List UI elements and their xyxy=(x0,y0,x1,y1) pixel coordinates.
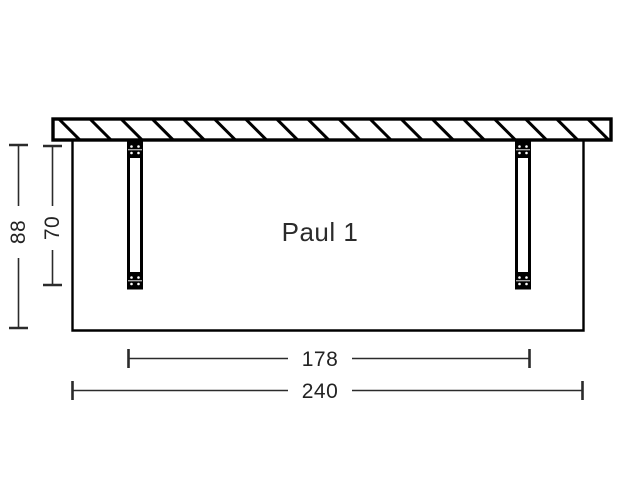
left-post-bottom-bracket xyxy=(127,272,143,289)
dimension-overall-height-value: 88 xyxy=(7,220,30,244)
left-post-top-bracket xyxy=(127,141,143,158)
dimension-post-spacing: 178 xyxy=(127,348,531,371)
structure-outline xyxy=(71,140,585,332)
dimension-overall-width-value: 240 xyxy=(302,380,339,403)
dimension-post-height-value: 70 xyxy=(41,216,64,240)
beam-outline xyxy=(51,117,613,142)
right-post-bottom-bracket xyxy=(515,272,531,289)
dimension-post-height: 70 xyxy=(41,144,64,287)
right-post xyxy=(515,139,531,290)
dimension-overall-width: 240 xyxy=(71,380,584,403)
drawing-title-label: Paul 1 xyxy=(282,217,359,247)
right-post-top-bracket xyxy=(515,141,531,158)
dimension-overall-height: 88 xyxy=(7,143,30,330)
hatched-beam xyxy=(51,117,613,142)
dimension-post-spacing-value: 178 xyxy=(302,348,339,371)
left-post xyxy=(127,139,143,290)
